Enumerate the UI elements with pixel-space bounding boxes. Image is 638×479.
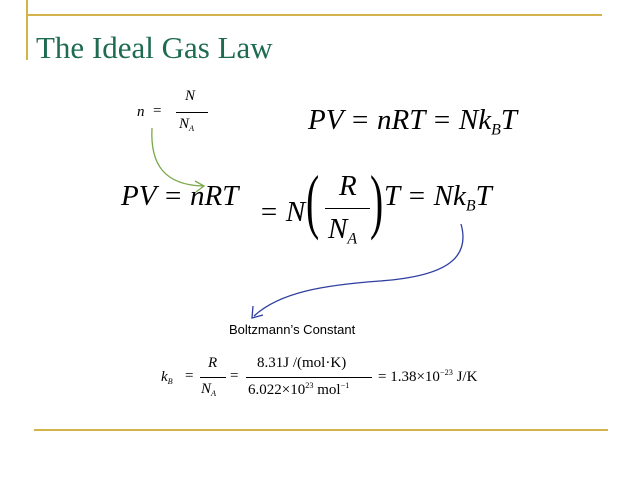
frac2-denominator: 6.022×1023 mol−1 xyxy=(248,381,350,398)
left-paren: ( xyxy=(306,161,320,241)
frac1-denominator: NA xyxy=(201,381,217,398)
top-divider-line xyxy=(26,14,602,16)
main-fraction-bar xyxy=(325,208,370,209)
n-denominator: NA xyxy=(179,116,195,133)
green-curved-arrow xyxy=(151,127,204,187)
slide-title: The Ideal Gas Law xyxy=(36,30,273,65)
main-eq-n: = N xyxy=(259,196,306,228)
frac1-numerator: R xyxy=(208,355,218,371)
frac2-bar xyxy=(246,377,372,378)
frac1-bar xyxy=(200,377,226,378)
blue-curved-arrow xyxy=(253,223,464,317)
n-symbol: n xyxy=(137,104,145,120)
main-rhs: T = NkBT xyxy=(384,180,492,215)
main-lhs: PV = nRT xyxy=(121,180,239,212)
kb-equals: = xyxy=(185,368,194,384)
kb-symbol: kB xyxy=(161,369,173,386)
frac-equals-2: = xyxy=(230,368,239,384)
boltzmann-caption: Boltzmann’s Constant xyxy=(229,322,356,337)
frac2-numerator: 8.31J /(mol·K) xyxy=(257,355,347,371)
main-numerator: R xyxy=(339,170,357,202)
blue-arrowhead xyxy=(251,305,264,319)
green-arrowhead xyxy=(194,180,206,193)
bottom-divider-line xyxy=(34,429,608,431)
n-fraction-bar xyxy=(176,112,208,113)
left-accent-line xyxy=(26,0,28,60)
main-denominator: NA xyxy=(328,213,358,248)
n-numerator: N xyxy=(185,88,196,104)
kb-value: = 1.38×10−23 J/K xyxy=(378,368,478,385)
top-equation: PV = nRT = NkBT xyxy=(308,104,517,139)
n-equals: = xyxy=(153,103,162,119)
right-paren: ) xyxy=(370,161,384,241)
